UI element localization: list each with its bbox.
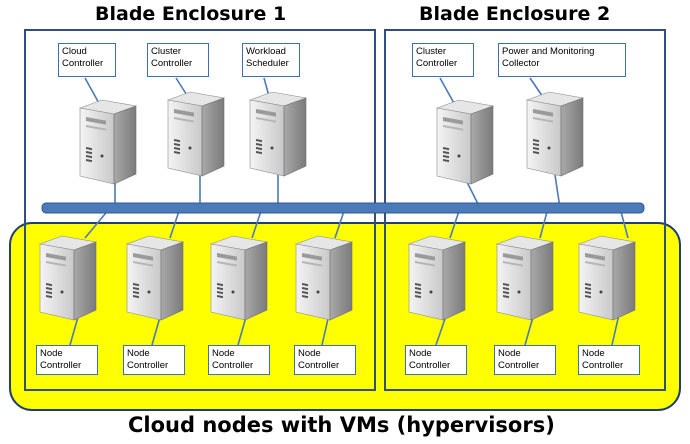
server-node-6 xyxy=(496,235,554,321)
cluster-controller-1-label: Cluster Controller xyxy=(147,43,209,77)
server-workload-scheduler xyxy=(249,91,307,177)
cluster-controller-2-label: Cluster Controller xyxy=(412,43,474,77)
server-node-4 xyxy=(295,235,353,321)
node-controller-label-7: Node Controller xyxy=(578,345,640,375)
enclosure-2-title: Blade Enclosure 2 xyxy=(419,3,611,25)
network-bus xyxy=(41,202,645,214)
server-cluster-controller-1 xyxy=(167,91,225,177)
server-node-5 xyxy=(408,235,466,321)
server-node-7 xyxy=(578,235,636,321)
power-monitoring-label: Power and Monitoring Collector xyxy=(498,43,626,77)
node-controller-label-3: Node Controller xyxy=(208,345,270,375)
workload-scheduler-label: Workload Scheduler xyxy=(242,43,300,77)
server-cluster-controller-2 xyxy=(436,99,494,185)
cloud-nodes-title: Cloud nodes with VMs (hypervisors) xyxy=(128,413,555,437)
node-controller-label-1: Node Controller xyxy=(36,345,98,375)
server-node-2 xyxy=(126,235,184,321)
server-node-3 xyxy=(210,235,268,321)
cloud-controller-label: Cloud Controller xyxy=(58,43,116,77)
enclosure-1-title: Blade Enclosure 1 xyxy=(95,3,287,25)
node-controller-label-6: Node Controller xyxy=(494,345,556,375)
node-controller-label-2: Node Controller xyxy=(123,345,185,375)
node-controller-label-4: Node Controller xyxy=(294,345,356,375)
node-controller-label-5: Node Controller xyxy=(405,345,467,375)
server-node-1 xyxy=(39,235,97,321)
server-cloud-controller xyxy=(79,99,137,185)
server-power-monitoring xyxy=(526,91,584,177)
